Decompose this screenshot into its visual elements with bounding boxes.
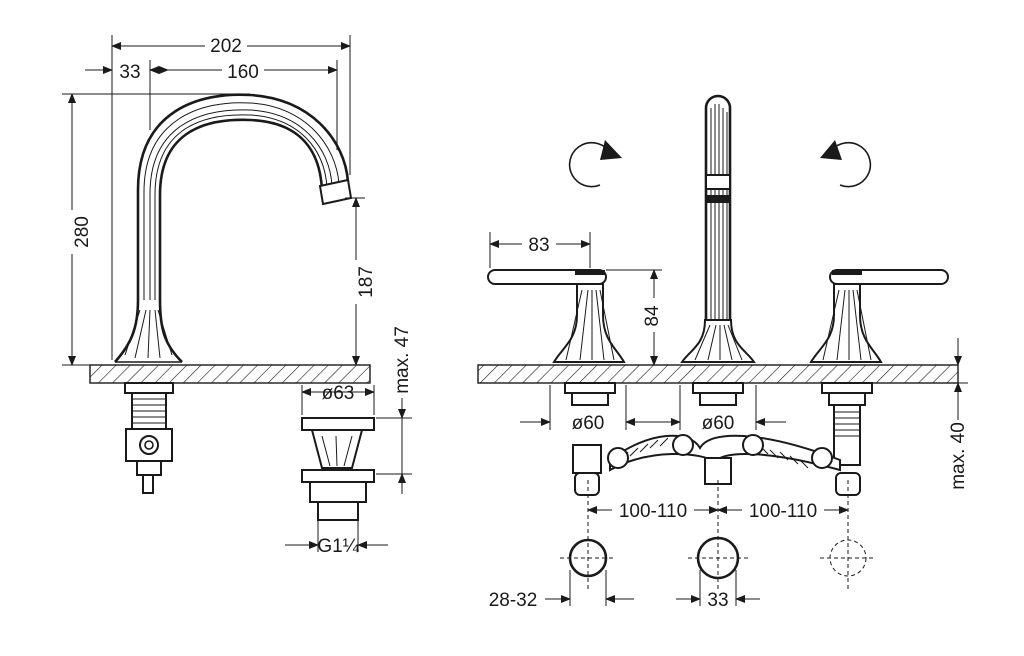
dim-max-deck: max. 40	[948, 422, 969, 490]
dim-lever-length: 83	[528, 235, 549, 256]
dim-spacing-left: 100-110	[619, 501, 687, 522]
drain-view: ø63 max. 47 G1¼	[285, 326, 413, 557]
dim-drain-max-height: max. 47	[392, 326, 413, 394]
under-deck-fittings	[564, 382, 873, 496]
spout	[114, 93, 353, 363]
mounting-fittings	[124, 382, 174, 494]
hole-circles	[560, 536, 876, 580]
dim-hole-diameter: 28-32	[489, 590, 538, 611]
dim-handle-diameter: ø60	[572, 413, 605, 434]
deck-section	[477, 364, 959, 384]
dim-handle-height: 84	[642, 305, 663, 327]
dim-drain-thread: G1¼	[317, 536, 359, 557]
front-view: 83 84 ø60 ø60 max. 40 100-110 100-110	[477, 94, 969, 611]
rotation-arrow-icon	[820, 140, 872, 188]
dim-total-height: 280	[72, 216, 93, 248]
side-view: 202 33 160 280 187	[60, 34, 377, 494]
deck-section	[89, 364, 371, 384]
dim-offset: 33	[119, 62, 140, 83]
left-handle	[487, 269, 626, 363]
dim-spout-hole: 33	[707, 590, 728, 611]
rotation-arrow-icon	[568, 140, 622, 188]
dim-total-width: 202	[210, 36, 242, 57]
right-handle	[809, 269, 949, 363]
dim-spacing-right: 100-110	[749, 501, 817, 522]
center-spout	[680, 94, 756, 363]
dim-spout-height: 187	[356, 266, 377, 298]
dim-drain-diameter: ø63	[322, 383, 355, 404]
dim-spout-diameter: ø60	[702, 413, 735, 434]
dim-reach: 160	[227, 62, 259, 83]
